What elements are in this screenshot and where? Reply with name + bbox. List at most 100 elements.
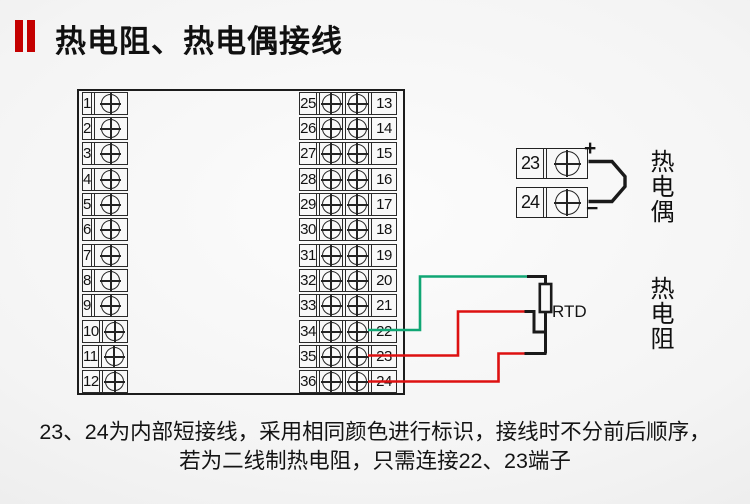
terminal-number: 5 [83,196,91,213]
screw-cell [102,346,127,367]
terminal-number: 10 [83,323,99,340]
screw-terminal-icon [320,169,342,190]
screw-cell [346,346,368,367]
divider [368,245,372,266]
screw-cell [346,93,368,114]
screw-cell [320,169,342,190]
screw-terminal-icon [346,93,368,114]
screw-terminal-icon [320,219,342,240]
terminal-number: 36 [300,373,316,390]
divider [368,169,372,190]
screw-cell [346,143,368,164]
screw-terminal-icon [320,321,342,342]
terminal-row-left: 2 [82,117,128,140]
screw-terminal-icon [346,270,368,291]
screw-terminal-icon [100,118,122,139]
screw-terminal-icon [346,219,368,240]
rtd-top-lead [527,275,547,284]
terminal-row-left: 5 [82,193,128,216]
divider [368,194,372,215]
screw-terminal-icon [320,93,342,114]
minus-sign: − [586,197,599,220]
page-title: 热电阻、热电偶接线 [55,24,343,59]
title-accent-bar [15,20,23,52]
screw-terminal-icon [100,143,122,164]
divider [98,371,103,392]
screw-terminal-icon [320,143,342,164]
screw-cell [95,143,127,164]
screw-terminal-icon [100,194,122,215]
terminal-row-left: 6 [82,218,128,241]
thermocouple-terminal-23: 23 [516,148,588,179]
terminal-number: 20 [376,272,392,289]
screw-cell [320,270,342,291]
divider [90,270,95,291]
divider [90,143,95,164]
screw-terminal-icon [100,93,122,114]
divider [342,270,346,291]
divider [90,93,95,114]
terminal-number: 23 [376,348,392,365]
terminal-row-right: 26 14 [299,117,397,140]
thermocouple-junction [588,159,627,204]
screw-terminal-icon [320,245,342,266]
rtd-label: RTD [552,302,587,321]
divider [543,188,547,217]
screw-terminal-icon [346,245,368,266]
terminal-number: 31 [300,247,316,264]
screw-cell [103,321,127,342]
screw-terminal-icon [100,169,122,190]
screw-terminal-icon [346,321,368,342]
divider [342,143,346,164]
screw-cell [320,143,342,164]
divider [316,169,320,190]
terminal-row-left: 11 [82,345,128,368]
screw-cell [346,270,368,291]
screw-terminal-icon [100,295,122,316]
terminal-row-left: 12 [82,370,128,393]
divider [316,93,320,114]
terminal-number: 9 [83,297,91,314]
screw-terminal-icon [553,150,581,177]
thermocouple-label: 热电偶 [646,149,673,224]
title-accent-bar [27,20,35,52]
divider [342,245,346,266]
screw-terminal-icon [320,118,342,139]
screw-cell [95,245,127,266]
screw-terminal-icon [320,346,342,367]
divider [98,321,103,342]
divider [368,93,372,114]
divider [90,118,95,139]
divider [90,169,95,190]
screw-cell [95,295,127,316]
terminal-row-left: 7 [82,244,128,267]
thermocouple-terminal-24: 24 [516,187,588,218]
screw-cell [346,194,368,215]
terminal-number: 26 [300,120,316,137]
divider [90,245,95,266]
terminal-number: 35 [300,348,316,365]
terminal-number: 29 [300,196,316,213]
divider [342,346,346,367]
terminal-number: 13 [376,95,392,112]
screw-cell [320,194,342,215]
rtd-resistor-body [538,282,553,314]
divider [90,295,95,316]
terminal-number: 23 [520,153,540,173]
terminal-number: 14 [376,120,392,137]
terminal-number: 28 [300,171,316,188]
terminal-row-left: 1 [82,92,128,115]
divider [97,346,102,367]
terminal-number: 18 [376,221,392,238]
screw-terminal-icon [320,270,342,291]
terminal-number: 1 [83,95,91,112]
screw-terminal-icon [100,219,122,240]
divider [342,93,346,114]
caption-line-2: 若为二线制热电阻，只需连接22、23端子 [179,448,571,473]
